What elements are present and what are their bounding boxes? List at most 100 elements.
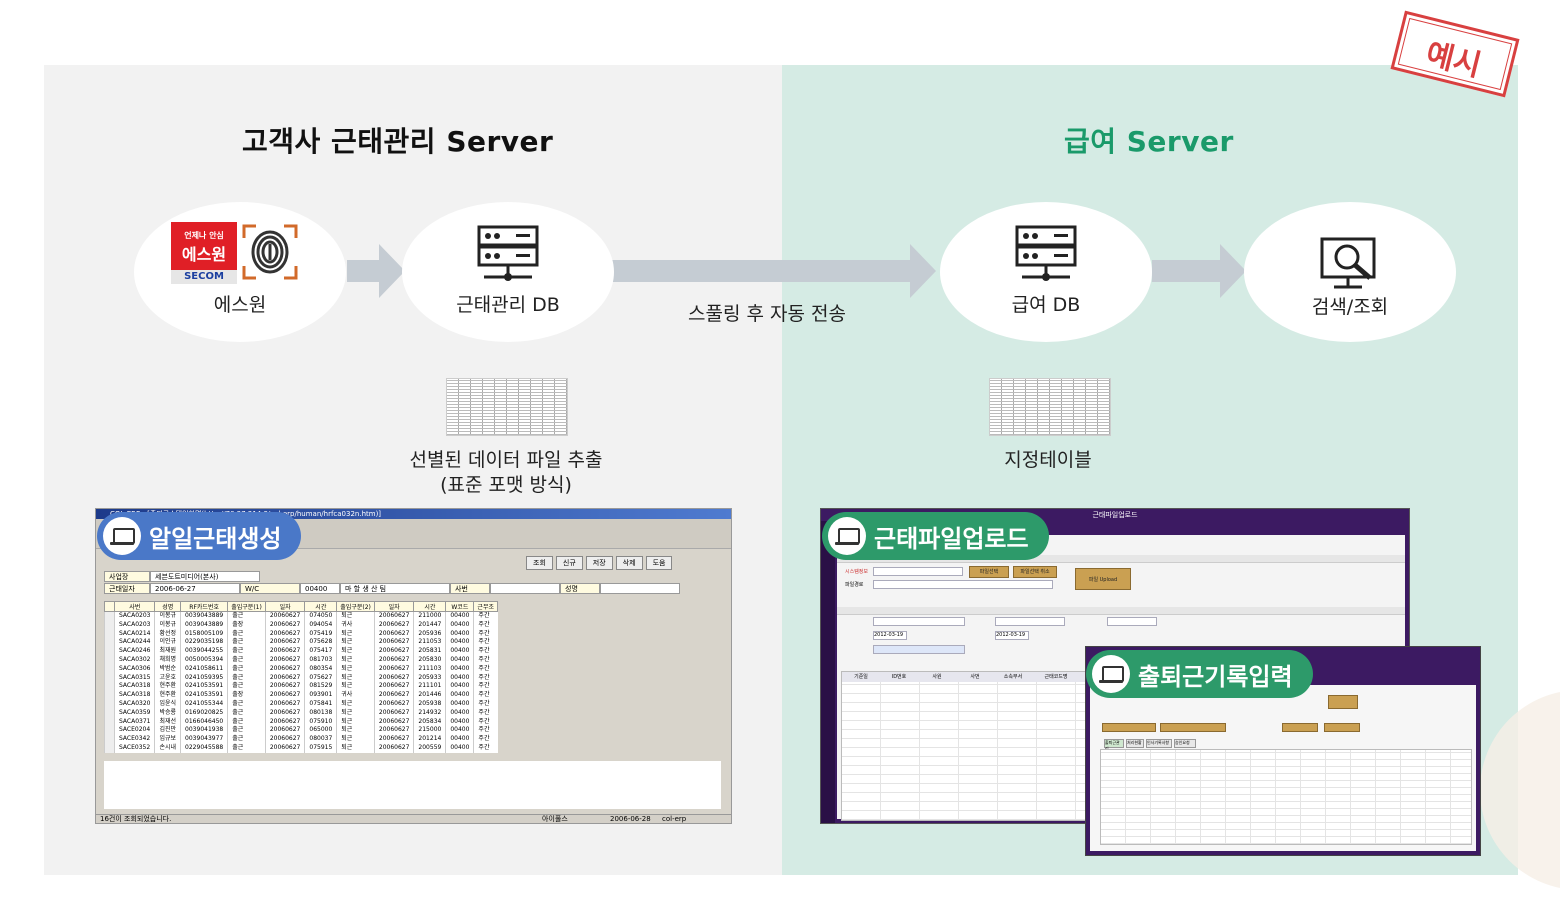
- erp-empty-area: [104, 761, 721, 809]
- commute-action-button[interactable]: [1102, 723, 1156, 732]
- table-cell: 최재선: [154, 717, 181, 727]
- table-cell: 00400: [445, 611, 474, 621]
- erp-status-user: 아이풀스: [542, 815, 568, 823]
- table-cell: 211053: [413, 638, 446, 648]
- table-cell: 065000: [304, 726, 337, 736]
- badge-attendance-upload-text: 근태파일업로드: [874, 524, 1029, 553]
- table-cell: SACE0352: [113, 743, 155, 753]
- table-cell: 080138: [304, 708, 337, 718]
- table-cell: 075915: [304, 743, 337, 753]
- client-server-title: 고객사 근태관리 Server: [242, 125, 554, 158]
- table-cell: SACE0204: [113, 726, 155, 736]
- erp-date-input[interactable]: 2006-06-27: [150, 583, 240, 594]
- table-cell: 고윤호: [154, 673, 181, 683]
- s1-logo-tagline: 언제나 안심: [184, 231, 224, 240]
- erp-wc-input[interactable]: 00400: [300, 583, 340, 594]
- query-start-date[interactable]: 2012-03-19: [873, 631, 907, 640]
- file-select-button[interactable]: 파일선택: [969, 566, 1009, 578]
- table-cell: 20060627: [373, 708, 414, 718]
- table-cell: 20060627: [373, 647, 414, 656]
- erp-name-input[interactable]: [600, 583, 680, 594]
- node-search: 검색/조회: [1244, 202, 1456, 342]
- query-field[interactable]: [873, 645, 965, 654]
- erp-search-button[interactable]: 조회: [526, 556, 553, 570]
- tab-commute-manage[interactable]: 출퇴근관리: [1104, 739, 1124, 751]
- table-cell: 귀사: [336, 620, 375, 630]
- table-cell: 00400: [445, 726, 474, 736]
- table-cell: SACA0203: [113, 611, 155, 621]
- erp-col-header: 일자: [264, 601, 306, 612]
- erp-site-select[interactable]: 세븐도트미디어(본사): [150, 571, 260, 582]
- s1-label: 에스원: [213, 294, 267, 316]
- erp-help-button[interactable]: 도움: [645, 556, 673, 570]
- table-cell: 이봉규: [154, 611, 181, 621]
- table-cell: SACA0244: [113, 638, 155, 648]
- extract-caption-line2: (표준 포맷 방식): [440, 474, 572, 496]
- upload-system-select[interactable]: [873, 567, 963, 576]
- query-end-date[interactable]: 2012-03-19: [995, 631, 1029, 640]
- erp-delete-button[interactable]: 삭제: [615, 556, 643, 570]
- node-attendance-db: 근태관리 DB: [402, 202, 614, 342]
- table-cell: 최재원: [154, 647, 181, 656]
- table-cell: 20060627: [373, 629, 414, 639]
- table-cell: 출근: [227, 717, 266, 727]
- erp-empno-input[interactable]: [490, 583, 560, 594]
- commute-action-button[interactable]: [1282, 723, 1318, 732]
- erp-col-header: 시간: [304, 601, 338, 612]
- erp-form-row: 사업장 세븐도트미디어(본사): [104, 571, 721, 582]
- table-cell: SACA0359: [113, 708, 155, 718]
- table-cell: 이봉규: [154, 620, 181, 630]
- query-section-bar: [837, 607, 1405, 615]
- table-cell: 20060627: [373, 620, 414, 630]
- tab-approval-request[interactable]: 승인요청: [1174, 739, 1196, 748]
- badge-commute-record-text: 출퇴근기록입력: [1138, 662, 1293, 691]
- table-cell: 00400: [445, 664, 474, 674]
- table-cell: 205936: [413, 629, 446, 639]
- erp-new-button[interactable]: 신규: [555, 556, 583, 570]
- extract-caption-line1: 선별된 데이터 파일 추출: [409, 449, 603, 471]
- file-cancel-button[interactable]: 파일선택 취소: [1013, 566, 1057, 578]
- table-cell: 20060627: [373, 655, 414, 665]
- erp-save-button[interactable]: 저장: [585, 556, 613, 570]
- upload-path-input[interactable]: [873, 580, 1053, 589]
- table-cell: 20060627: [373, 691, 414, 700]
- row-marker: [104, 629, 115, 639]
- table-cell: 075627: [304, 673, 337, 683]
- query-field[interactable]: [995, 617, 1065, 626]
- tab-hr-records[interactable]: 인사기록사항: [1146, 739, 1172, 748]
- table-cell: 0241055344: [180, 699, 228, 709]
- commute-register-button[interactable]: [1328, 695, 1358, 709]
- erp-status-message: 16건이 조회되었습니다.: [100, 815, 172, 823]
- tab-process-status[interactable]: 처리현황: [1126, 739, 1144, 748]
- table-cell: 20060627: [264, 691, 305, 700]
- table-cell: 20060627: [264, 717, 305, 727]
- commute-action-button[interactable]: [1324, 723, 1360, 732]
- table-cell: 박승룡: [154, 708, 181, 718]
- file-upload-button[interactable]: 파일 Upload: [1075, 568, 1131, 590]
- commute-record-screenshot: 출퇴근관리 처리현황 인사기록사항 승인요청: [1085, 646, 1481, 856]
- table-cell: 080037: [304, 735, 337, 744]
- table-cell: SACA0302: [113, 655, 155, 665]
- query-field[interactable]: [1107, 617, 1157, 626]
- erp-status-date: 2006-06-28: [610, 815, 651, 823]
- table-cell: SACA0246: [113, 647, 155, 656]
- table-cell: 임윤식: [154, 699, 181, 709]
- query-field[interactable]: [873, 617, 965, 626]
- commute-action-button[interactable]: [1160, 723, 1226, 732]
